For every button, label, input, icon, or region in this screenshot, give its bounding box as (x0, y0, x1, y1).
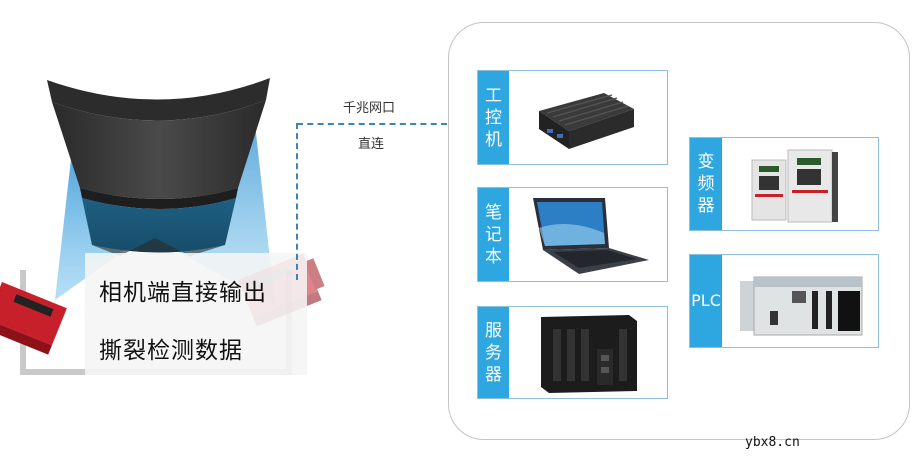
belt-body (52, 100, 266, 199)
fanless-industrial-pc-icon (509, 71, 667, 164)
device-label: 工控机 (478, 71, 509, 164)
left-camera-icon (0, 282, 67, 355)
caption-line-1: 相机端直接输出 (99, 280, 267, 306)
belt-top-edge (47, 78, 270, 121)
connection-line-vertical (296, 123, 298, 280)
connection-label-gigabit: 千兆网口 (343, 101, 396, 116)
frequency-inverter-icon (722, 138, 878, 230)
caption-panel: 相机端直接输出 撕裂检测数据 (85, 253, 307, 375)
connection-label-direct: 直连 (358, 137, 385, 152)
device-label: 笔记本 (478, 188, 509, 281)
device-tile-ipc: 工控机 (477, 70, 668, 165)
plc-rack-icon (722, 255, 878, 347)
belt-lower-illuminated (82, 198, 236, 253)
device-tile-inverter: 变频器 (689, 137, 879, 231)
device-label: 服务器 (478, 307, 509, 398)
device-tile-plc: PLC (689, 254, 879, 348)
device-tile-server: 服务器 (477, 306, 668, 399)
device-label: 变频器 (690, 138, 722, 230)
device-tile-laptop: 笔记本 (477, 187, 668, 282)
laptop-icon (509, 188, 667, 281)
server-module-icon (509, 307, 667, 398)
watermark: ybx8.cn (745, 435, 800, 450)
caption-line-2: 撕裂检测数据 (99, 338, 243, 364)
connection-line-horizontal (297, 123, 447, 125)
device-label: PLC (690, 255, 722, 347)
